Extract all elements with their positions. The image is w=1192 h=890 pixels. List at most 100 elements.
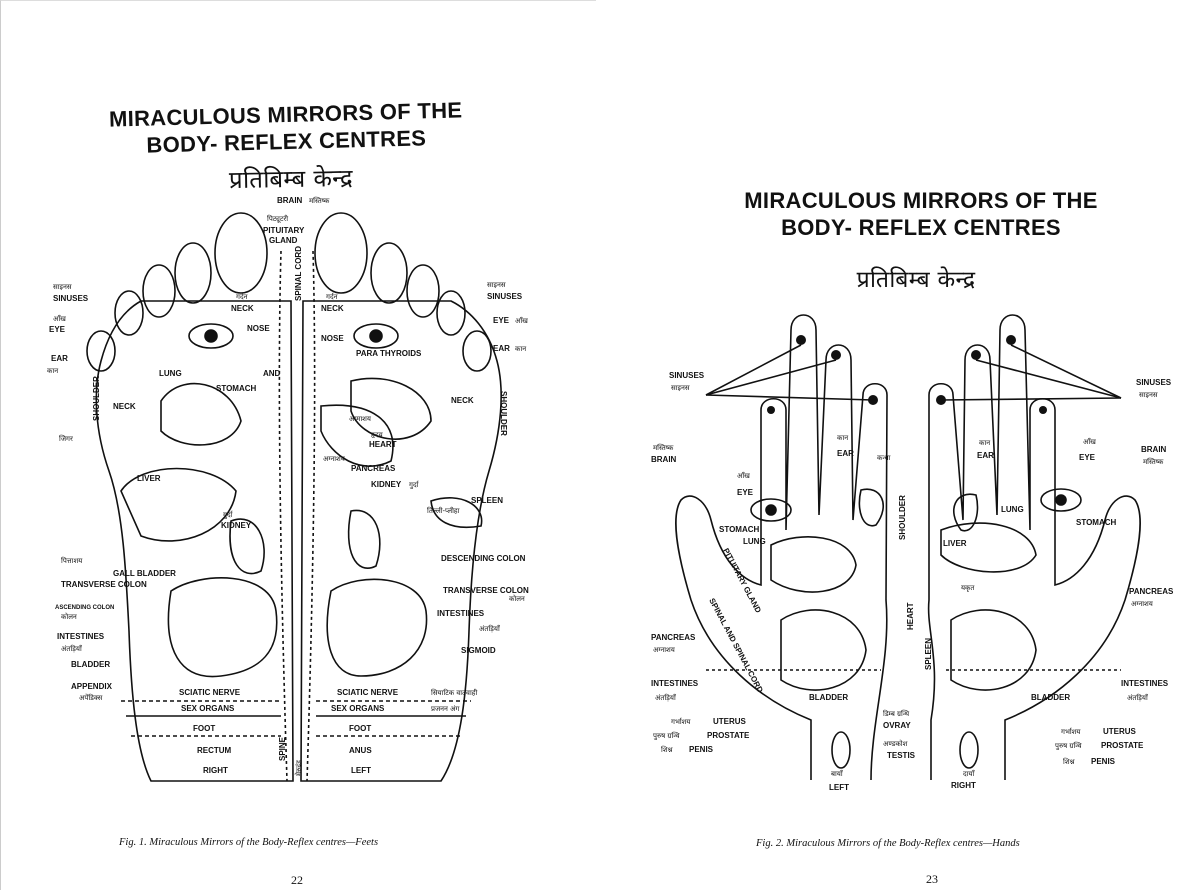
lbl-pituitary-hi: पिट्यूटरी [267, 214, 288, 223]
lbl-hand-prostate-l: PROSTATE [707, 731, 750, 740]
lbl-hand-right-hi: दायाँ [963, 769, 975, 778]
intestines-right-hand [951, 610, 1036, 690]
lbl-hand-uterus-l: UTERUS [713, 717, 747, 726]
lbl-colon-r-hi: कोलन [509, 594, 525, 603]
lbl-hand-intestines-l-hi: अंतड़ियाँ [655, 693, 677, 702]
lbl-shoulder-l: SHOULDER [92, 376, 101, 421]
lbl-heart-hi: हृदय [371, 431, 384, 439]
spine-band-left [307, 251, 315, 781]
lbl-sigmoid: SIGMOID [461, 646, 496, 655]
lbl-sinuses-r-hi: साइनस [487, 281, 506, 289]
lbl-intestines-r: INTESTINES [437, 609, 485, 618]
lbl-hand-heart: HEART [906, 602, 915, 630]
lbl-hand-brain-r: BRAIN [1141, 445, 1167, 454]
lbl-hand-prostate-l-hi: पुरुष ग्रन्थि [653, 731, 680, 740]
lbl-kidney-r: KIDNEY [371, 480, 402, 489]
lbl-rectum: RECTUM [197, 746, 232, 755]
lbl-hand-eye-l: EYE [737, 488, 754, 497]
lbl-neck-l-hi: गर्दन [236, 292, 248, 301]
lbl-hand-eye-r: EYE [1079, 453, 1096, 462]
lbl-eye-l-hi: आँख [53, 314, 66, 323]
feet-reflex-diagram: BRAIN मस्तिष्क पिट्यूटरी PITUITARY GLAND… [31, 191, 541, 791]
lbl-hand-lung-r: LUNG [1001, 505, 1024, 514]
lbl-ear-r: EAR [493, 344, 510, 353]
left-page-number: 22 [291, 873, 303, 888]
lbl-gland: GLAND [269, 236, 298, 245]
lbl-hand-brain-r-hi: मस्तिष्क [1143, 457, 1164, 466]
lbl-hand-intestines-r: INTESTINES [1121, 679, 1169, 688]
lbl-lung: LUNG [159, 369, 182, 378]
lbl-sex-organs-l: SEX ORGANS [181, 704, 235, 713]
lbl-descending-colon: DESCENDING COLON [441, 554, 526, 563]
intestines-right [168, 578, 276, 677]
lbl-pancreas: PANCREAS [351, 464, 396, 473]
lbl-intestines-r-hi: अंतड़ियाँ [479, 624, 501, 633]
ear-left-hand [859, 489, 883, 526]
lbl-hand-sinuses-l-hi: साइनस [671, 384, 690, 392]
toe-1-left [315, 213, 367, 293]
lbl-right: RIGHT [203, 766, 228, 775]
lbl-eye-r-hi: आँख [515, 316, 528, 325]
lbl-intestines-l: INTESTINES [57, 632, 105, 641]
lbl-bladder: BLADDER [71, 660, 110, 669]
lbl-neck-r-hi: गर्दन [326, 292, 338, 301]
lbl-sex-organs-r: SEX ORGANS [331, 704, 385, 713]
lbl-left: LEFT [351, 766, 371, 775]
toe-5-right [87, 331, 115, 371]
left-page: MIRACULOUS MIRRORS OF THE BODY- REFLEX C… [0, 0, 596, 890]
lbl-appendix-hi: अपेंडिक्स [79, 693, 103, 702]
lbl-nose-l: NOSE [247, 324, 270, 333]
lbl-hand-prostate-r-hi: पुरुष ग्रन्थि [1055, 741, 1082, 750]
lbl-eye-l: EYE [49, 325, 66, 334]
lbl-kidney-l: KIDNEY [221, 521, 252, 530]
lbl-spine: SPINE [278, 736, 287, 761]
lbl-neck-l: NECK [231, 304, 254, 313]
lbl-stomach: STOMACH [216, 384, 257, 393]
toe-3-left [407, 265, 439, 317]
lbl-hand-ear-l: EAR [837, 449, 854, 458]
lbl-hand-sinuses-l: SINUSES [669, 371, 705, 380]
right-caption: Fig. 2. Miraculous Mirrors of the Body-R… [756, 838, 1020, 849]
lbl-hand-testis-hi: अण्डकोश [883, 739, 908, 748]
lbl-hand-testis: TESTIS [887, 751, 916, 760]
lbl-heart: HEART [369, 440, 397, 449]
lbl-hand-penis-r: PENIS [1091, 757, 1116, 766]
lbl-appendix: APPENDIX [71, 682, 113, 691]
lbl-sinuses-r: SINUSES [487, 292, 523, 301]
lbl-spleen: SPLEEN [471, 496, 503, 505]
lbl-hand-right: RIGHT [951, 781, 976, 790]
stomach-left-hand [771, 537, 856, 592]
lbl-sciatic-l: SCIATIC NERVE [179, 688, 241, 697]
toe-2-right [175, 243, 211, 303]
toe-2-left [371, 243, 407, 303]
lbl-hand-sinuses-r-hi: साइनस [1139, 391, 1158, 399]
lbl-ear-l-hi: कान [47, 367, 58, 375]
left-caption: Fig. 1. Miraculous Mirrors of the Body-R… [119, 837, 378, 848]
lbl-anus: ANUS [349, 746, 372, 755]
lbl-sciatic-r: SCIATIC NERVE [337, 688, 399, 697]
lbl-sinuses-l-hi: साइनस [53, 283, 72, 291]
lbl-hand-intestines-l: INTESTINES [651, 679, 699, 688]
lbl-spleen-hi: तिल्ली-प्लीहा [427, 506, 460, 515]
lbl-hand-pancreas-r-hi: अग्नाशय [1131, 600, 1154, 608]
lbl-liver: LIVER [137, 474, 161, 483]
lbl-transverse-colon-l: TRANSVERSE COLON [61, 580, 147, 589]
lbl-shoulder-r: SHOULDER [499, 391, 508, 436]
lbl-nose-r: NOSE [321, 334, 344, 343]
lbl-spinal-cord: SPINAL CORD [294, 246, 303, 301]
toe-4-right [115, 291, 143, 335]
right-page-title: MIRACULOUS MIRRORS OF THE BODY- REFLEX C… [744, 187, 1097, 241]
lbl-hand-shoulder-l: SHOULDER [898, 495, 907, 540]
toe-5-left [463, 331, 491, 371]
lbl-hand-ovray: OVRAY [883, 721, 911, 730]
lbl-hand-pancreas-l-hi: अग्नाशय [653, 646, 676, 654]
lbl-parathyroids: PARA THYROIDS [356, 349, 422, 358]
lbl-hand-ear-r: EAR [977, 451, 994, 460]
lbl-sinuses-l: SINUSES [53, 294, 89, 303]
lbl-hand-pancreas-l: PANCREAS [651, 633, 696, 642]
lbl-hand-bladder-r: BLADDER [1031, 693, 1070, 702]
lbl-ascending-colon: ASCENDING COLON [55, 605, 114, 611]
lbl-hand-pancreas-r: PANCREAS [1129, 587, 1174, 596]
lbl-sex-organs-hi: प्रजनन अंग [431, 705, 461, 713]
